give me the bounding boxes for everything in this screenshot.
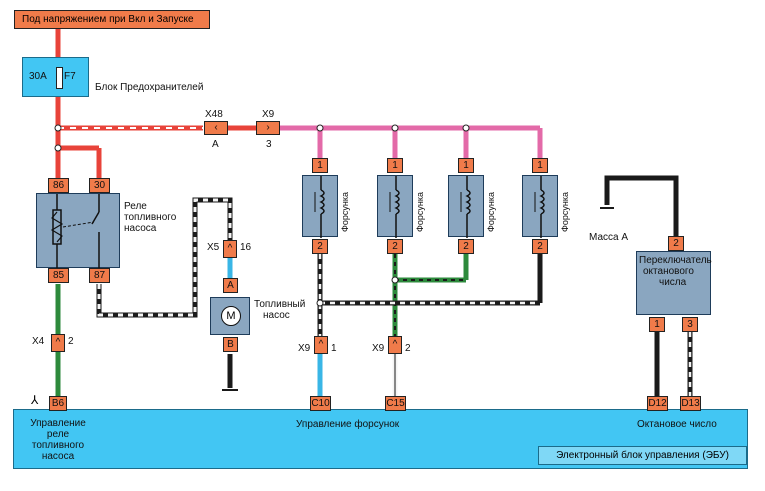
injector-4-pin-1: 1: [532, 158, 548, 173]
octane-switch-box: Переключатель октанового числа: [636, 251, 712, 315]
injector-3-label: Форсунка: [486, 192, 496, 232]
x9-top-pin: 3: [266, 139, 272, 150]
octane-pin-2: 2: [668, 236, 684, 251]
relay-pin-85: 85: [48, 268, 69, 283]
x4-pin: 2: [68, 336, 74, 347]
octane-line-1: Переключатель: [639, 255, 712, 266]
x4-label: X4: [32, 336, 45, 347]
x9-top-connector: ›: [256, 121, 280, 135]
x9b-connector: ^: [388, 336, 402, 354]
injector-1-label: Форсунка: [340, 192, 350, 232]
pump-label-1: Топливный: [254, 299, 306, 310]
injector-1-box: [302, 175, 338, 238]
svg-text:⅄: ⅄: [30, 393, 39, 407]
motor-icon: M: [221, 306, 241, 326]
relay-name-3: насоса: [124, 223, 157, 234]
injector-4-box: [522, 175, 558, 238]
injector-2-pin-2: 2: [387, 239, 403, 254]
x9a-connector: ^: [314, 336, 328, 354]
injector-1-pin-1: 1: [312, 158, 328, 173]
relay-pin-86: 86: [48, 178, 69, 193]
x4-connector: ^: [51, 334, 65, 352]
x5-label: X5: [207, 242, 220, 253]
ecu-pin-c15: C15: [385, 396, 406, 411]
octane-pin-1: 1: [649, 317, 665, 332]
pump-label-2: насос: [263, 310, 290, 321]
octane-pin-3: 3: [682, 317, 698, 332]
ecu-pump-ctrl-1: Управление: [30, 418, 86, 429]
relay-name-1: Реле: [124, 201, 147, 212]
fuse-rating: 30A: [29, 71, 47, 82]
injector-3-box: [448, 175, 484, 238]
ecu-octane-label: Октановое число: [637, 419, 717, 430]
ecu-pin-d13: D13: [680, 396, 701, 411]
injector-2-pin-1: 1: [387, 158, 403, 173]
pump-pin-b: B: [223, 337, 238, 352]
ecu-pin-d12: D12: [647, 396, 668, 411]
ecu-pin-c10: C10: [310, 396, 331, 411]
fuse-icon: [56, 67, 63, 89]
ecu-name: Электронный блок управления (ЭБУ): [538, 446, 747, 465]
relay-pin-30: 30: [89, 178, 110, 193]
power-header: Под напряжением при Вкл и Запуске: [14, 10, 210, 29]
ground-a-label: Масса A: [589, 232, 629, 243]
x48-pin: A: [212, 139, 219, 150]
relay-box: [36, 193, 120, 269]
fuse-block: 30A F7: [22, 57, 89, 97]
injector-coil-icon: [534, 176, 545, 238]
octane-line-3: числа: [659, 277, 687, 288]
injector-coil-icon: [460, 176, 471, 238]
relay-pin-87: 87: [89, 268, 110, 283]
pump-pin-a: A: [223, 278, 238, 293]
x9b-pin: 2: [405, 343, 411, 354]
x9b-label: X9: [372, 343, 385, 354]
fuse-id: F7: [64, 71, 76, 82]
fuel-pump-box: M: [210, 297, 250, 335]
relay-name-2: топливного: [124, 212, 177, 223]
fuse-block-name: Блок Предохранителей: [95, 82, 204, 93]
injector-3-pin-1: 1: [458, 158, 474, 173]
x48-label: X48: [205, 109, 223, 120]
injector-2-label: Форсунка: [415, 192, 425, 232]
ecu-pin-b6: B6: [49, 396, 67, 411]
injector-1-pin-2: 2: [312, 239, 328, 254]
ecu-injector-ctrl: Управление форсунок: [296, 419, 400, 430]
injector-3-pin-2: 2: [458, 239, 474, 254]
x5-pin: 16: [240, 242, 252, 253]
octane-line-2: октанового: [643, 266, 694, 277]
injector-2-box: [377, 175, 413, 238]
x48-connector: ‹: [204, 121, 228, 135]
ecu-pump-ctrl-2: реле: [46, 429, 70, 440]
injector-4-pin-2: 2: [532, 239, 548, 254]
injector-4-label: Форсунка: [560, 192, 570, 232]
x9a-label: X9: [298, 343, 311, 354]
x9a-pin: 1: [331, 343, 337, 354]
ecu-pump-ctrl-4: насоса: [41, 451, 75, 462]
ecu-pump-ctrl-3: топливного: [31, 440, 85, 451]
x5-connector: ^: [223, 240, 237, 258]
injector-coil-icon: [389, 176, 400, 238]
relay-coil-icon: [50, 194, 100, 269]
injector-coil-icon: [314, 176, 325, 238]
x9-top-label: X9: [262, 109, 275, 120]
